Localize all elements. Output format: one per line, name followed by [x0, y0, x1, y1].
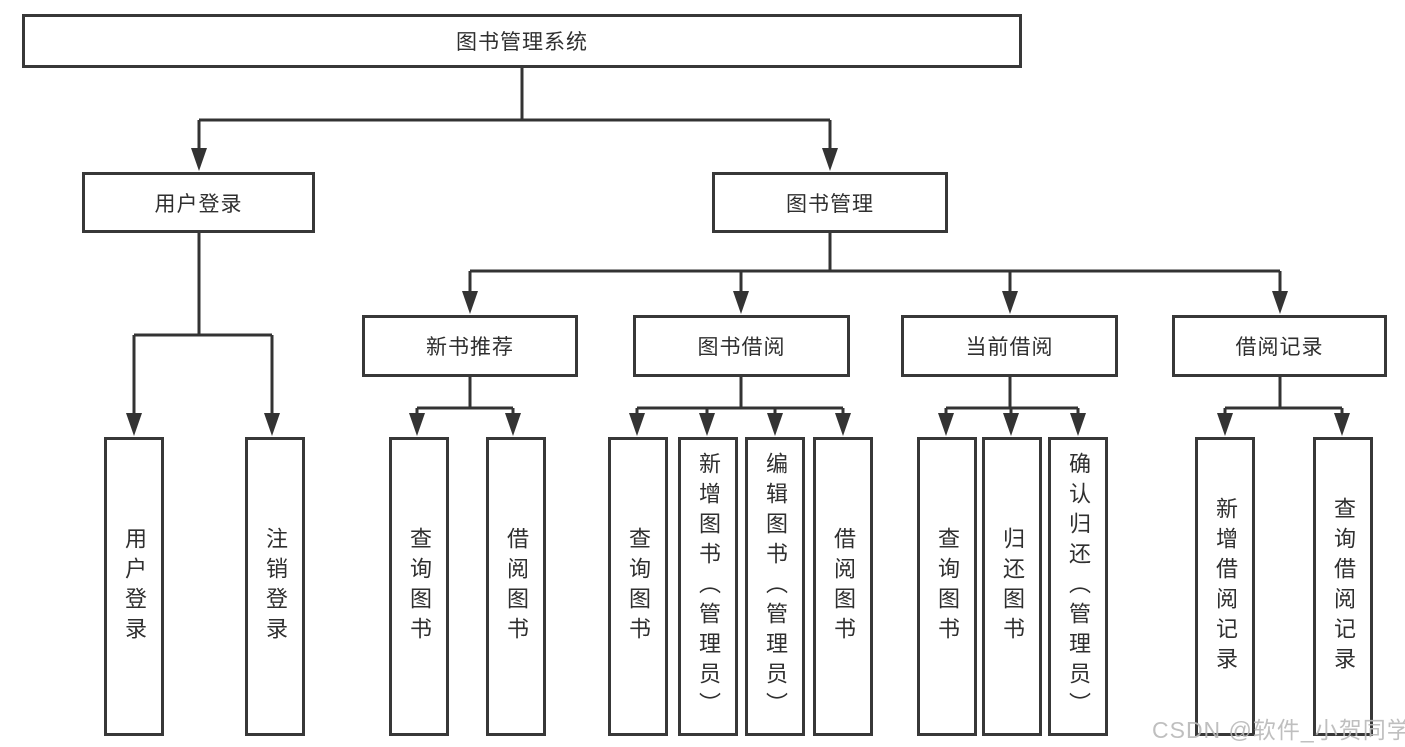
node-book-borrow-label: 图书借阅 — [697, 336, 786, 359]
leaf-user-login-label: 用户登录 — [122, 526, 147, 647]
leaf-query-books-borrow-label: 查询图书 — [626, 526, 651, 647]
node-root-label: 图书管理系统 — [456, 31, 588, 54]
node-borrow-records-label: 借阅记录 — [1235, 336, 1324, 359]
leaf-return-books: 归还图书 — [982, 437, 1042, 736]
node-book-borrow: 图书借阅 — [633, 315, 850, 377]
leaf-query-books-borrow: 查询图书 — [608, 437, 668, 736]
node-current-borrow: 当前借阅 — [901, 315, 1118, 377]
leaf-edit-book-admin-label: 编辑图书（管理员） — [763, 451, 788, 722]
node-user-login-label: 用户登录 — [154, 192, 243, 216]
leaf-confirm-return-admin: 确认归还（管理员） — [1048, 437, 1108, 736]
node-root: 图书管理系统 — [22, 14, 1022, 68]
leaf-logout-label: 注销登录 — [263, 526, 288, 647]
node-borrow-records: 借阅记录 — [1172, 315, 1387, 377]
leaf-borrow-books-label: 借阅图书 — [831, 526, 856, 647]
leaf-confirm-return-admin-label: 确认归还（管理员） — [1066, 451, 1091, 722]
node-new-book-recommend: 新书推荐 — [362, 315, 578, 377]
leaf-return-books-label: 归还图书 — [1000, 526, 1025, 647]
csdn-watermark: CSDN @软件_小贺同学 — [1152, 717, 1405, 743]
leaf-query-borrow-record-label: 查询借阅记录 — [1331, 496, 1356, 677]
leaf-query-books-recommend: 查询图书 — [389, 437, 449, 736]
leaf-query-borrow-record: 查询借阅记录 — [1313, 437, 1373, 736]
leaf-query-books-current-label: 查询图书 — [935, 526, 960, 647]
leaf-borrow-books: 借阅图书 — [813, 437, 873, 736]
leaf-user-login: 用户登录 — [104, 437, 164, 736]
leaf-query-books-recommend-label: 查询图书 — [407, 526, 432, 647]
leaf-logout: 注销登录 — [245, 437, 305, 736]
leaf-borrow-books-recommend-label: 借阅图书 — [504, 526, 529, 647]
leaf-add-borrow-record-label: 新增借阅记录 — [1213, 496, 1238, 677]
node-book-management-label: 图书管理 — [786, 192, 874, 216]
leaf-borrow-books-recommend: 借阅图书 — [486, 437, 546, 736]
leaf-add-book-admin-label: 新增图书（管理员） — [696, 451, 721, 722]
node-current-borrow-label: 当前借阅 — [965, 336, 1054, 359]
node-new-book-recommend-label: 新书推荐 — [426, 336, 514, 359]
node-user-login: 用户登录 — [82, 172, 315, 233]
leaf-query-books-current: 查询图书 — [917, 437, 977, 736]
node-book-management: 图书管理 — [712, 172, 948, 233]
leaf-edit-book-admin: 编辑图书（管理员） — [745, 437, 805, 736]
leaf-add-borrow-record: 新增借阅记录 — [1195, 437, 1255, 736]
leaf-add-book-admin: 新增图书（管理员） — [678, 437, 738, 736]
